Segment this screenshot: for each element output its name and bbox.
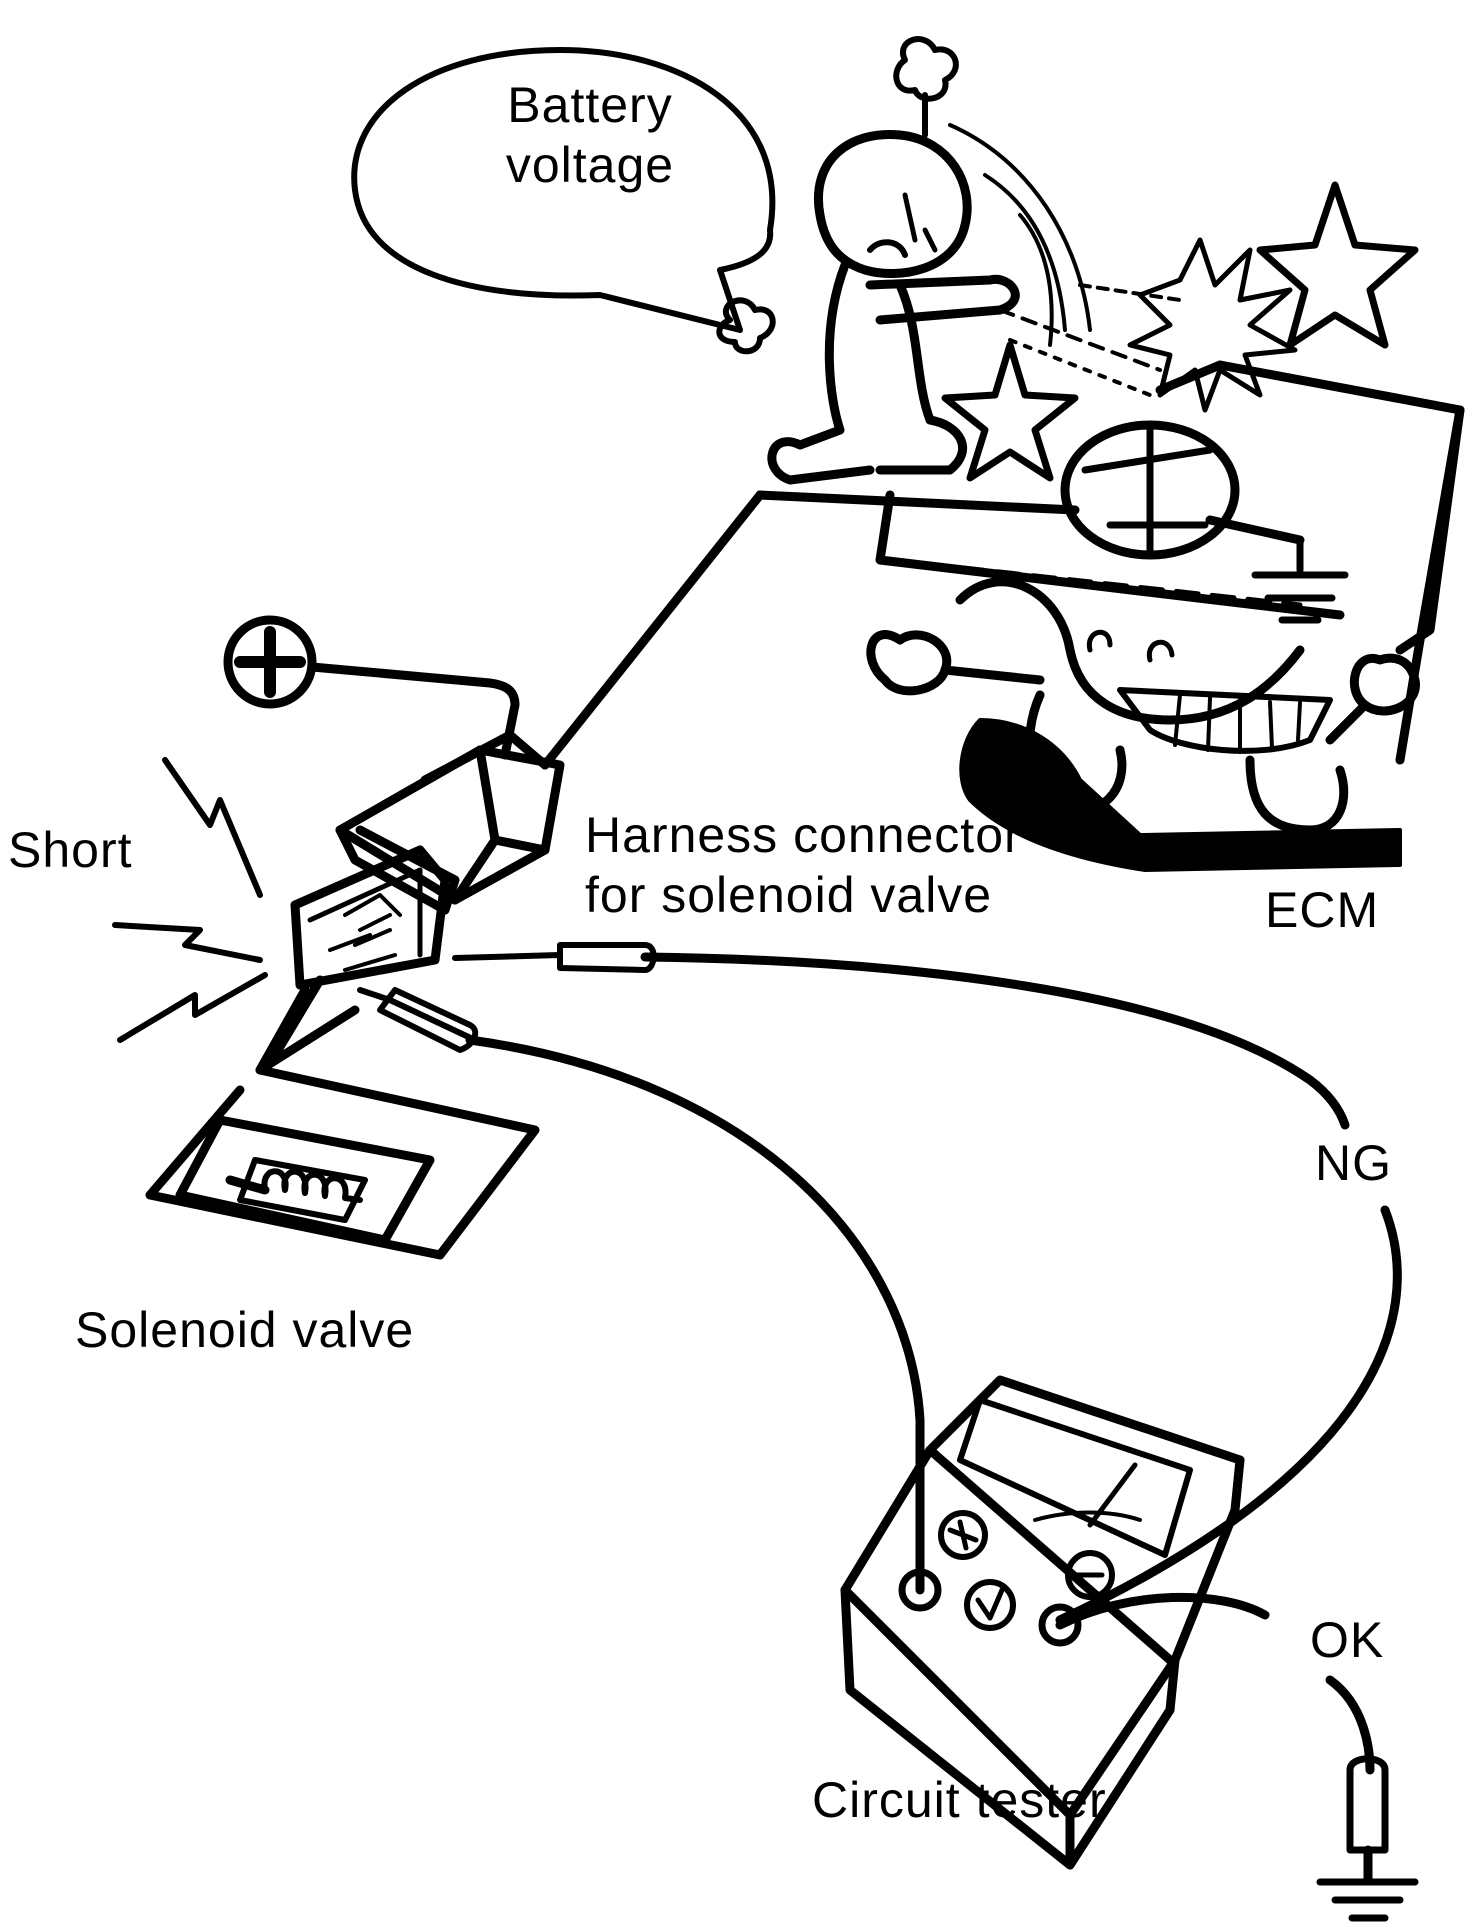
tester-probes xyxy=(357,942,1402,1630)
bubble-label: Battery voltage xyxy=(460,75,720,195)
ecm-base-shadow xyxy=(959,718,1402,872)
ecm-character xyxy=(866,577,1420,835)
solenoid-valve xyxy=(145,975,540,1260)
solenoid-valve-label: Solenoid valve xyxy=(75,1302,415,1358)
ng-label: NG xyxy=(1315,1135,1392,1191)
motion-lines xyxy=(948,123,1182,397)
circuit-tester xyxy=(840,1375,1245,1870)
short-label: Short xyxy=(8,822,133,878)
harness-label-line1: Harness connector xyxy=(585,807,1022,863)
harness-label-line2: for solenoid valve xyxy=(585,867,993,923)
ground-icon xyxy=(1316,1878,1419,1922)
plus-terminal-icon xyxy=(223,615,520,760)
harness-connector-label: Harness connector for solenoid valve xyxy=(585,805,1022,925)
star-icon xyxy=(941,181,1419,482)
battery-character xyxy=(767,129,1020,485)
bubble-label-line1: Battery xyxy=(507,77,673,133)
harness-connector xyxy=(290,730,565,990)
ecm-box xyxy=(875,360,1465,765)
ok-label: OK xyxy=(1310,1612,1385,1668)
ecm-switch xyxy=(1060,420,1305,560)
lightning-icon xyxy=(112,757,397,1043)
circuit-tester-label: Circuit tester xyxy=(812,1772,1107,1828)
ecm-label: ECM xyxy=(1265,882,1380,938)
harness-wire xyxy=(540,490,1080,770)
puff-icon xyxy=(716,36,959,355)
speech-bubble xyxy=(351,47,776,333)
solenoid-coil-icon xyxy=(261,1168,363,1203)
bubble-label-line2: voltage xyxy=(505,137,675,193)
ground-icon xyxy=(1251,536,1349,624)
spark-burst xyxy=(1127,237,1298,413)
ground-probe xyxy=(1316,1675,1419,1922)
